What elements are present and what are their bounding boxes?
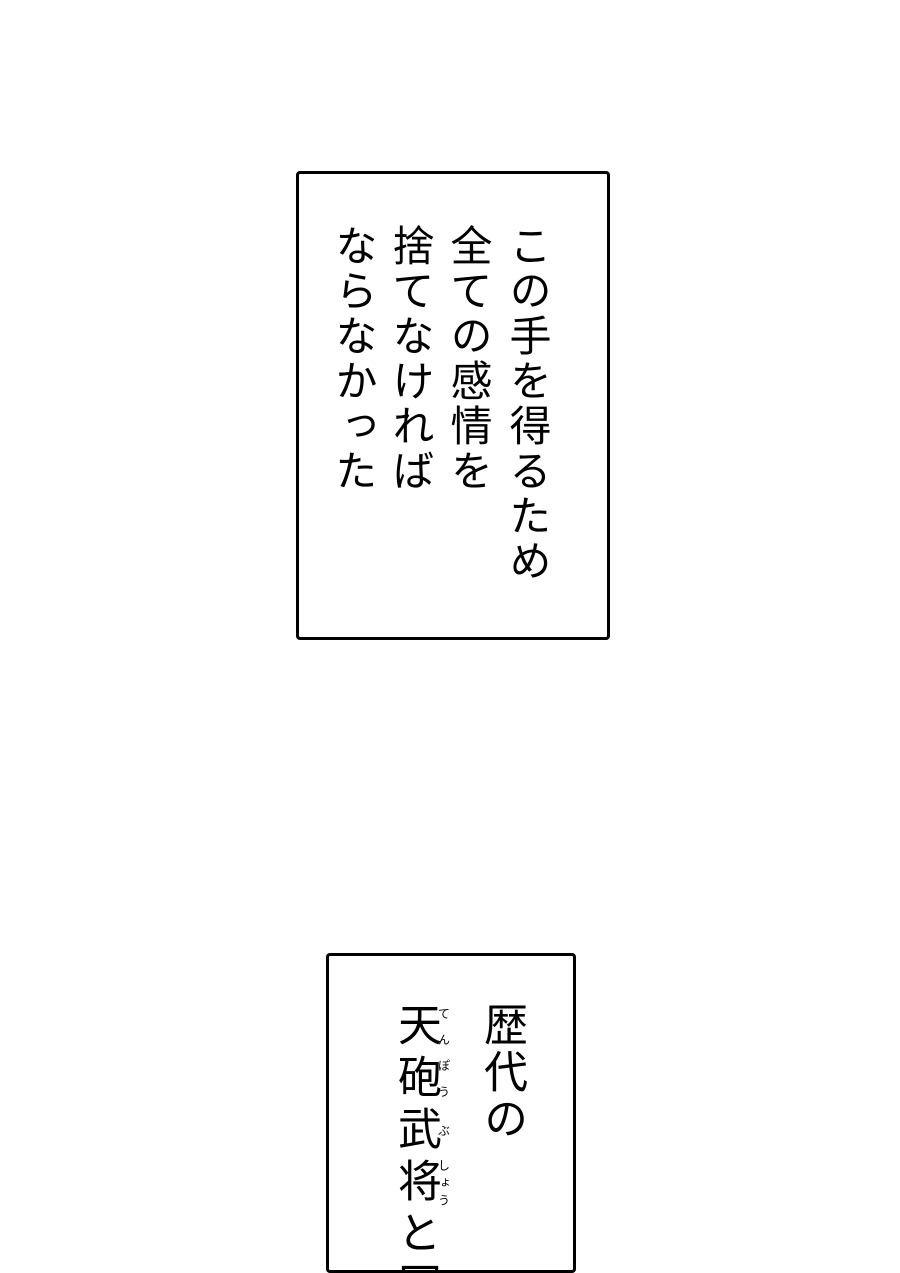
ruby-char: 武ぶ — [390, 1106, 451, 1158]
plain-char: と — [390, 1210, 441, 1262]
plain-char: 同 — [390, 1262, 441, 1270]
narration-line-with-furigana: 天てん砲ぽう武ぶ将しょうと同 — [390, 1002, 451, 1270]
narration-line: 歴代の — [476, 1002, 527, 1143]
ruby-char: 天てん — [390, 1002, 451, 1054]
ruby-char: 砲ぽう — [390, 1054, 451, 1106]
narration-line: 全ての感情を — [444, 224, 493, 494]
narration-line: ならなかった — [329, 224, 378, 494]
narration-box-1: この手を得るため 全ての感情を 捨てなければ ならなかった — [296, 171, 610, 640]
ruby-char: 将しょう — [390, 1158, 451, 1210]
narration-box-2: 歴代の 天てん砲ぽう武ぶ将しょうと同 — [326, 953, 576, 1273]
narration-line: この手を得るため — [503, 224, 552, 584]
narration-line: 捨てなければ — [386, 224, 435, 494]
